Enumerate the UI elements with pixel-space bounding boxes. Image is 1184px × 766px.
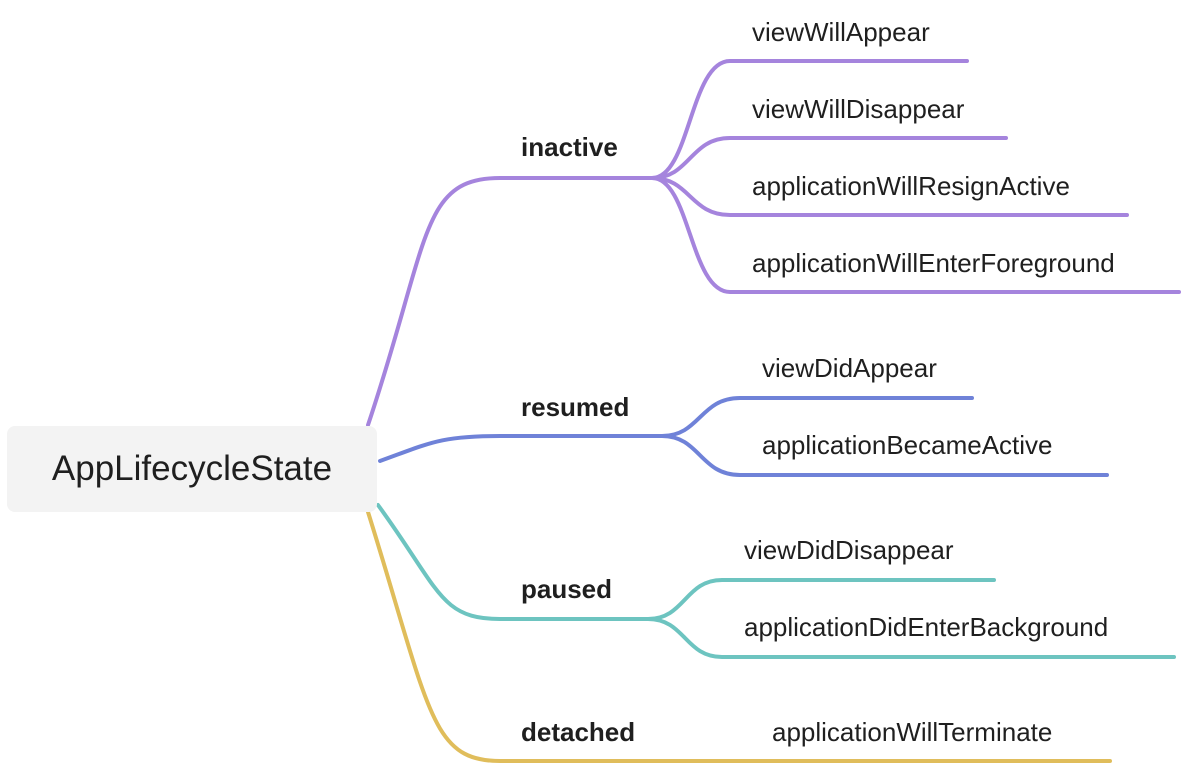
connector-inactive-viewWillDisappear (650, 136, 1008, 180)
root-node-label: AppLifecycleState (51, 449, 333, 488)
connector-resumed-applicationBecameActive (660, 434, 1109, 477)
branch-resumed-connectors (378, 396, 1109, 477)
branch-resumed[interactable]: resumed (521, 392, 630, 422)
branch-detached[interactable]: detached (521, 717, 636, 747)
leaf-applicationBecameActive[interactable]: applicationBecameActive (762, 430, 1053, 460)
connector-root-resumed (378, 434, 664, 463)
connector-root-detached (366, 510, 1112, 763)
branch-paused[interactable]: paused (521, 574, 613, 604)
connector-root-inactive (366, 176, 654, 427)
root-node[interactable]: AppLifecycleState (7, 426, 377, 512)
leaf-viewWillDisappear[interactable]: viewWillDisappear (752, 94, 965, 124)
leaf-applicationDidEnterBackground[interactable]: applicationDidEnterBackground (744, 612, 1109, 642)
leaf-applicationWillResignActive[interactable]: applicationWillResignActive (752, 171, 1070, 201)
connector-inactive-applicationWillResignActive (650, 176, 1129, 217)
leaf-viewWillAppear[interactable]: viewWillAppear (752, 17, 930, 47)
branch-inactive[interactable]: inactive (521, 132, 618, 162)
branch-paused-connectors (376, 503, 1176, 659)
connector-resumed-viewDidAppear (660, 396, 974, 438)
connector-paused-applicationDidEnterBackground (646, 617, 1176, 659)
connector-inactive-viewWillAppear (650, 59, 969, 180)
branch-inactive-connectors (366, 59, 1181, 427)
connector-root-paused (376, 503, 650, 621)
leaf-viewDidAppear[interactable]: viewDidAppear (762, 353, 937, 383)
connector-paused-viewDidDisappear (646, 578, 996, 621)
leaf-applicationWillEnterForeground[interactable]: applicationWillEnterForeground (752, 248, 1115, 278)
leaf-viewDidDisappear[interactable]: viewDidDisappear (744, 535, 954, 565)
leaf-applicationWillTerminate[interactable]: applicationWillTerminate (772, 717, 1053, 747)
branch-detached-connectors (366, 510, 1112, 763)
connector-inactive-applicationWillEnterForeground (650, 176, 1181, 294)
